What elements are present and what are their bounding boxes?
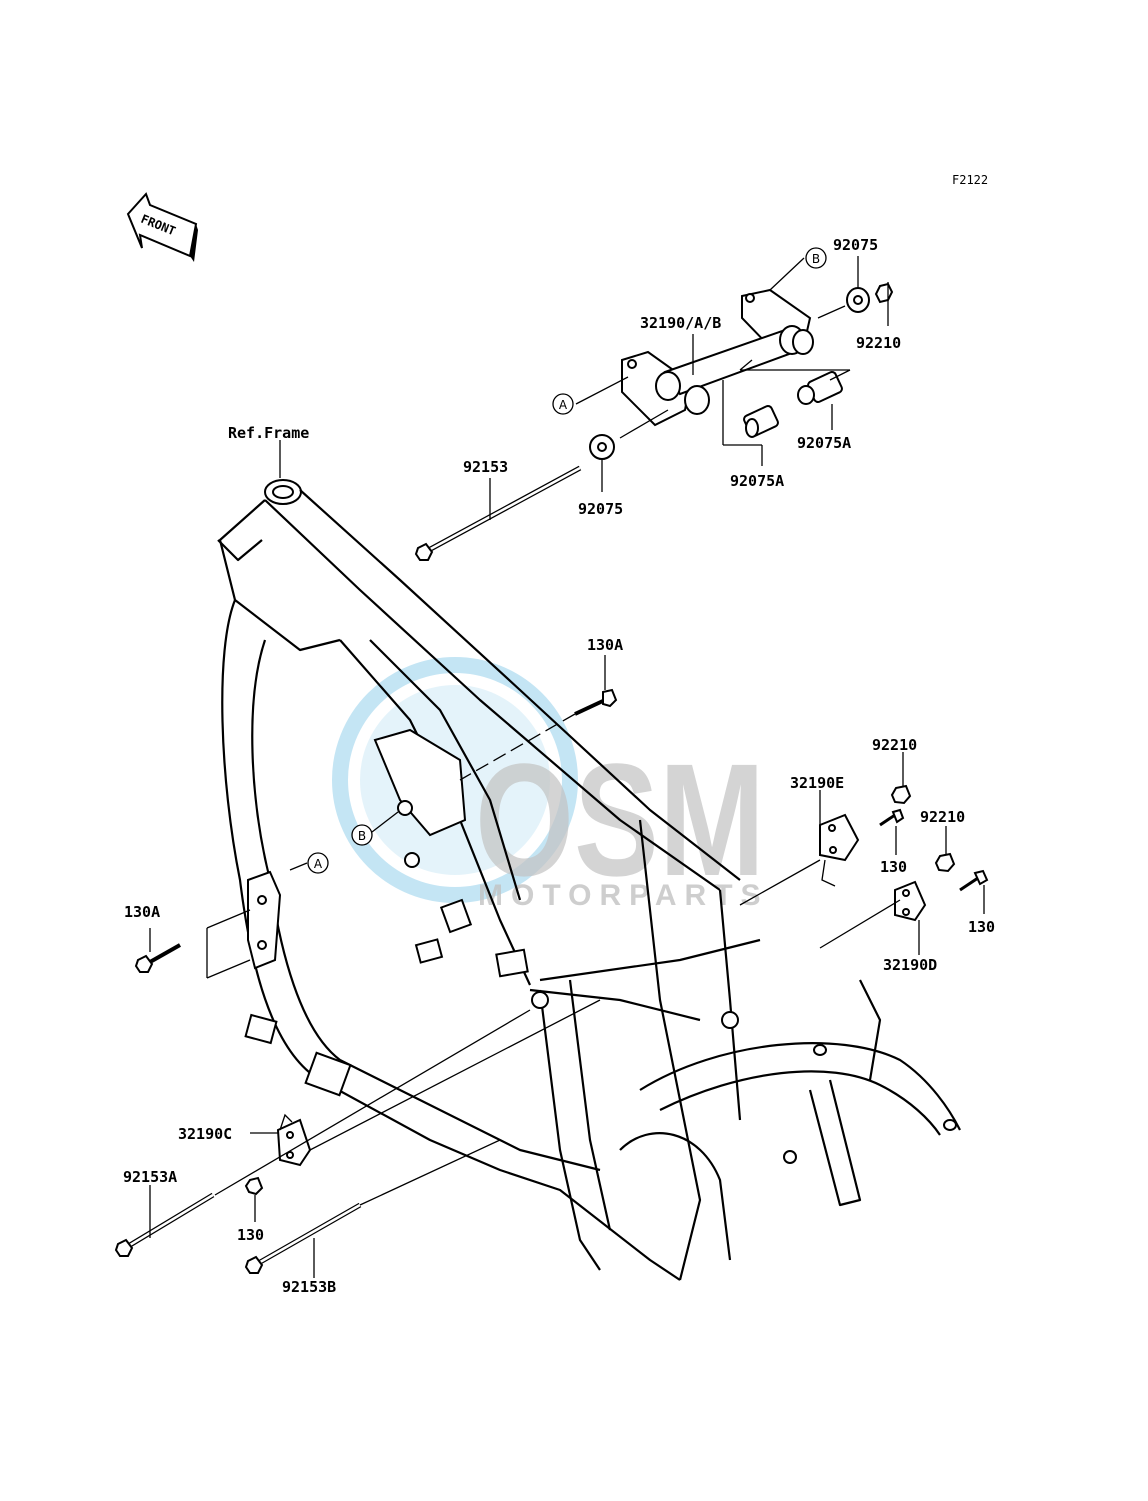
figure-code: F2122 bbox=[952, 173, 988, 187]
leader-lines bbox=[149, 256, 985, 1278]
front-arrow-icon: FRONT bbox=[126, 192, 198, 262]
watermark-sub: MOTORPARTS bbox=[478, 879, 769, 912]
svg-text:B: B bbox=[812, 252, 820, 266]
callout-32190ab: 32190/A/B bbox=[640, 314, 721, 332]
nut-92210-top bbox=[874, 282, 894, 304]
callout-92153b: 92153B bbox=[282, 1278, 336, 1296]
svg-text:A: A bbox=[559, 398, 568, 412]
callout-92210-top: 92210 bbox=[856, 334, 901, 352]
rear-mount-plates bbox=[574, 688, 989, 922]
top-mount-assembly bbox=[414, 282, 894, 561]
marker-a-top: A bbox=[552, 393, 574, 415]
callout-92075a-right: 92075A bbox=[797, 434, 851, 452]
callout-32190d: 32190D bbox=[883, 956, 937, 974]
marker-b-top: B bbox=[805, 247, 827, 269]
marker-b-left: B bbox=[351, 824, 373, 846]
callout-32190e: 32190E bbox=[790, 774, 844, 792]
svg-text:B: B bbox=[358, 829, 366, 843]
bolt-130a-left bbox=[149, 943, 181, 964]
marker-a-left: A bbox=[307, 852, 329, 874]
callout-92075-top: 92075 bbox=[833, 236, 878, 254]
callout-32190c: 32190C bbox=[178, 1125, 232, 1143]
callout-92210-mid2: 92210 bbox=[920, 808, 965, 826]
motorcycle-frame bbox=[217, 479, 961, 1281]
callout-130-e: 130 bbox=[880, 858, 907, 876]
front-lower-mounts bbox=[114, 943, 362, 1274]
ref-frame-label: Ref.Frame bbox=[228, 424, 309, 442]
nut-92210-e bbox=[890, 784, 912, 805]
callout-130a-mid: 130A bbox=[587, 636, 623, 654]
callout-130-c: 130 bbox=[237, 1226, 264, 1244]
callout-92075a-bottom: 92075A bbox=[730, 472, 784, 490]
bolt-130-c bbox=[244, 1176, 264, 1196]
bolt-130-d bbox=[959, 876, 979, 892]
bolt-130-e bbox=[879, 813, 896, 827]
callout-130a-left: 130A bbox=[124, 903, 160, 921]
callout-92210-mid1: 92210 bbox=[872, 736, 917, 754]
svg-text:A: A bbox=[314, 857, 323, 871]
callout-92153: 92153 bbox=[463, 458, 508, 476]
watermark-globe bbox=[332, 657, 578, 903]
callout-130-d: 130 bbox=[968, 918, 995, 936]
nut-92210-d bbox=[934, 852, 956, 873]
callout-92153a: 92153A bbox=[123, 1168, 177, 1186]
callout-92075-mid: 92075 bbox=[578, 500, 623, 518]
plate-32190e bbox=[819, 813, 860, 862]
bolt-130a-mid bbox=[574, 698, 606, 716]
